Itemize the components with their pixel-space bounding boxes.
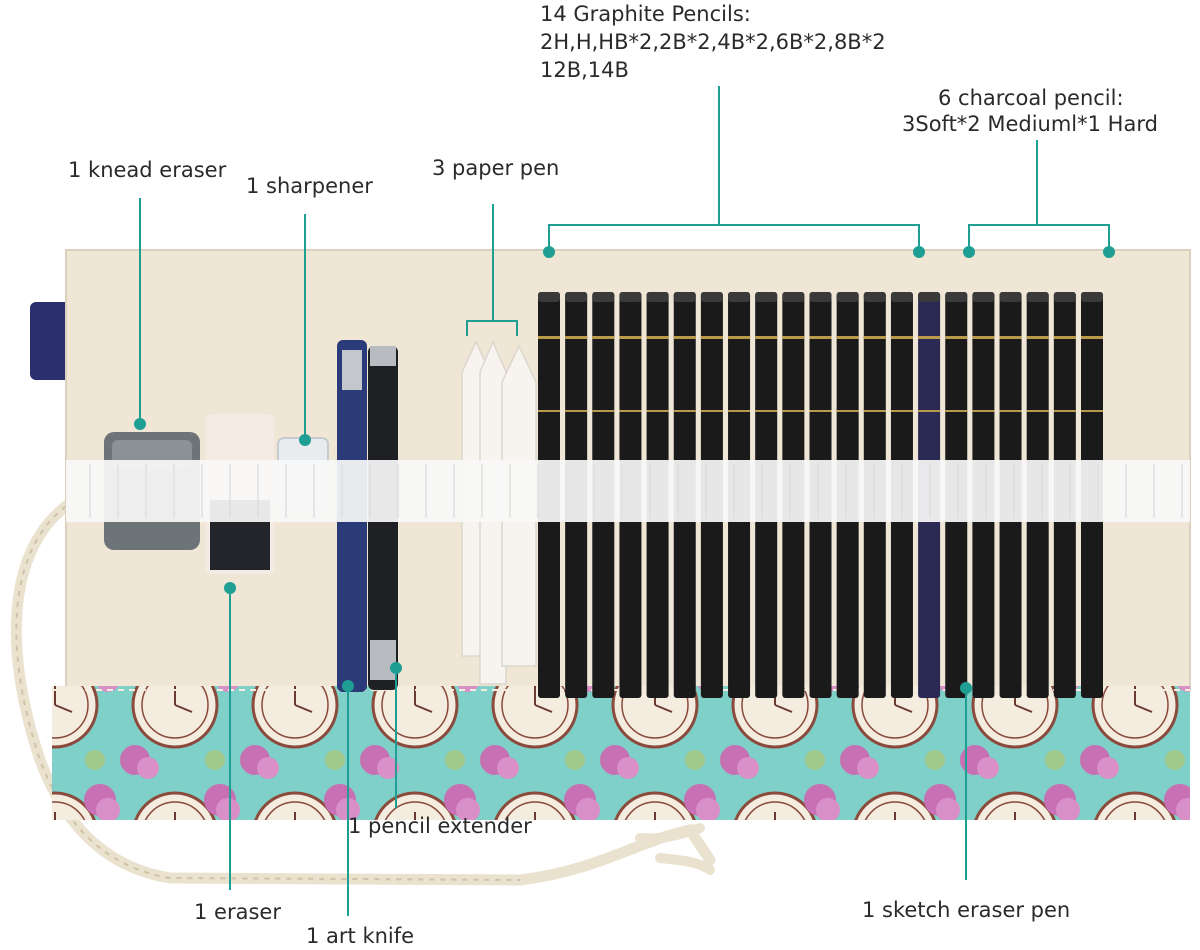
pencil-gold-band	[945, 336, 968, 339]
pencil-gold-band	[918, 410, 941, 412]
graphite-grades-line1: 2H,H,HB*2,2B*2,4B*2,6B*2,8B*2	[540, 30, 886, 54]
floral-band	[52, 686, 1190, 820]
knead-eraser-marker	[134, 418, 146, 430]
pencil-gold-band	[890, 336, 913, 339]
pencil-end	[809, 292, 832, 302]
pencil-end	[1053, 292, 1076, 302]
pencil-end	[646, 292, 669, 302]
pencil-gold-band	[619, 336, 642, 339]
pencil-gold-band	[619, 410, 642, 412]
pencil-gold-band	[592, 336, 615, 339]
charcoal-title: 6 charcoal pencil:	[938, 86, 1124, 110]
pencil-end	[592, 292, 615, 302]
pencil-gold-band	[1053, 410, 1076, 412]
pencil-gold-band	[673, 410, 696, 412]
pencil-gold-band	[728, 336, 751, 339]
strap-tab	[30, 302, 76, 380]
pencil-gold-band	[918, 336, 941, 339]
pencil-end	[890, 292, 913, 302]
paper-pen-label: 3 paper pen	[432, 156, 560, 180]
charcoal-grades: 3Soft*2 Mediuml*1 Hard	[902, 112, 1158, 136]
pencil-gold-band	[673, 336, 696, 339]
knead-eraser-label: 1 knead eraser	[68, 158, 227, 182]
pencil-end	[999, 292, 1022, 302]
pencil-end	[945, 292, 968, 302]
pencil-end	[1026, 292, 1049, 302]
art-knife-label: 1 art knife	[306, 924, 415, 948]
pencil-extender-label: 1 pencil extender	[348, 814, 532, 838]
pencil-gold-band	[755, 336, 778, 339]
pencil-end	[1081, 292, 1103, 302]
pencil-gold-band	[999, 410, 1022, 412]
pencil-gold-band	[999, 336, 1022, 339]
pencil-gold-band	[1026, 410, 1049, 412]
pencil-end	[619, 292, 642, 302]
drawstring-cord	[10, 494, 716, 886]
pencil-gold-band	[646, 336, 669, 339]
pencil-gold-band	[646, 410, 669, 412]
pencil-gold-band	[836, 410, 859, 412]
pencil-gold-band	[592, 410, 615, 412]
pencil-end	[972, 292, 995, 302]
pencil-gold-band	[890, 410, 913, 412]
pencil-gold-band	[538, 336, 560, 339]
pencil-gold-band	[755, 410, 778, 412]
pencil-end	[565, 292, 588, 302]
charcoal-start-marker	[963, 246, 975, 258]
pencil-end	[700, 292, 723, 302]
pencil-gold-band	[809, 336, 832, 339]
pencil-end	[836, 292, 859, 302]
pencil-end	[782, 292, 805, 302]
pencil-gold-band	[1026, 336, 1049, 339]
sketch-eraser-pen-label: 1 sketch eraser pen	[862, 898, 1071, 922]
sharpener-label: 1 sharpener	[246, 174, 373, 198]
pencil-gold-band	[700, 410, 723, 412]
charcoal-end-marker	[1103, 246, 1115, 258]
pencil-gold-band	[863, 410, 886, 412]
graphite-grades-line2: 12B,14B	[540, 58, 629, 82]
pencil-gold-band	[809, 410, 832, 412]
pencil-gold-band	[972, 410, 995, 412]
pencil-gold-band	[728, 410, 751, 412]
sharpener-marker	[299, 434, 311, 446]
pencil-gold-band	[782, 410, 805, 412]
graphite-end-marker	[913, 246, 925, 258]
pencil-end	[755, 292, 778, 302]
pencil-gold-band	[782, 336, 805, 339]
eraser-label: 1 eraser	[194, 900, 281, 924]
pencil-gold-band	[1081, 336, 1103, 339]
pencil-end	[538, 292, 560, 302]
pencil-end	[918, 292, 941, 302]
pencil-gold-band	[1081, 410, 1103, 412]
pencil-gold-band	[945, 410, 968, 412]
pencil-gold-band	[972, 336, 995, 339]
pencil-gold-band	[863, 336, 886, 339]
graphite-start-marker	[543, 246, 555, 258]
pencil-end	[673, 292, 696, 302]
pencil-gold-band	[565, 410, 588, 412]
elastic-band	[66, 460, 1190, 522]
pencil-gold-band	[538, 410, 560, 412]
pencil-gold-band	[836, 336, 859, 339]
pencil-end	[728, 292, 751, 302]
pencil-gold-band	[1053, 336, 1076, 339]
pencil-gold-band	[565, 336, 588, 339]
graphite-title: 14 Graphite Pencils:	[540, 2, 751, 26]
pencil-gold-band	[700, 336, 723, 339]
pencil-end	[863, 292, 886, 302]
